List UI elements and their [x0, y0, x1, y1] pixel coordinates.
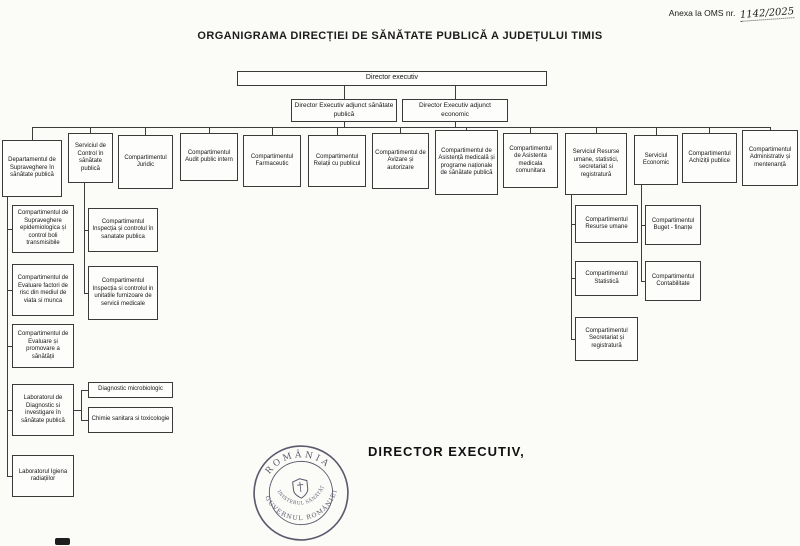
official-stamp: ROMÂNIA GUVERNUL ROMÂNIEI MINISTERUL SĂN… [242, 436, 357, 546]
sub-box-resurse-umane: Compartimentul Resurse umane [575, 205, 638, 243]
connector [770, 127, 771, 130]
connector [32, 127, 33, 140]
dept-box-administrativ: Compartimentul Administrativ și mentenan… [742, 130, 798, 186]
sub-box-laborator-radiatii: Laboratorul Igiena radiațiilor [12, 455, 74, 497]
stamp-seal-icon: ROMÂNIA GUVERNUL ROMÂNIEI MINISTERUL SĂN… [242, 436, 349, 541]
dept-box-resurse-umane: Serviciul Resurse umane, statistici, sec… [565, 133, 627, 195]
connector [709, 127, 710, 133]
connector [656, 127, 657, 135]
connector [596, 127, 597, 133]
connector [7, 476, 12, 477]
stamp-coat-of-arms-icon [292, 478, 309, 499]
connector [90, 127, 91, 133]
connector [7, 229, 12, 230]
connector [571, 278, 575, 279]
connector [145, 127, 146, 135]
dept-box-control: Serviciul de Control în sănătate publică [68, 133, 113, 183]
branch-box-chimie-sanitara: Chimie sanitara si toxicologie [88, 407, 173, 433]
connector [7, 346, 12, 347]
connector [7, 290, 12, 291]
dept-box-asistenta-medicala: Compartimentul de Asistență medicală și … [435, 130, 498, 195]
connector [641, 225, 645, 226]
dept-box-economic: Serviciul Economic [634, 135, 678, 185]
dept-box-supraveghere: Departamentul de Supraveghere în sănătat… [2, 140, 62, 197]
box-director-executiv: Director executiv [237, 71, 547, 86]
branch-box-diagnostic-microbiologic: Diagnostic microbiologic [88, 382, 173, 398]
connector [84, 293, 88, 294]
dept-box-relatii-public: Compartimentul Relații cu publicul [308, 135, 366, 187]
sub-box-buget-finante: Compartimentul Buget - finanțe [645, 205, 701, 245]
scan-artifact [55, 538, 70, 545]
connector [209, 127, 210, 133]
dept-box-asistenta-comunitara: Compartimentul de Asistenta medicala com… [503, 133, 558, 188]
connector [7, 197, 8, 476]
connector [337, 127, 338, 135]
annex-number-handwritten: 1142/2025 [739, 6, 795, 22]
connector [7, 410, 12, 411]
dept-box-achizitii: Compartimentul Achiziții publice [682, 133, 737, 183]
connector [32, 127, 770, 128]
signature-line: DIRECTOR EXECUTIV, [368, 444, 525, 459]
connector [571, 339, 575, 340]
sub-box-inspectia-sanatate: Compartimentul Inspecția și controlul în… [88, 208, 158, 252]
stamp-text-bottom: GUVERNUL ROMÂNIEI [263, 487, 342, 525]
dept-box-juridic: Compartimentul Juridic [118, 135, 173, 189]
connector [400, 127, 401, 133]
connector [530, 127, 531, 133]
connector [571, 195, 572, 339]
connector [571, 224, 575, 225]
annex-note: Anexa la OMS nr. 1142/2025 [668, 6, 795, 22]
sub-box-inspectia-unitati: Compartimentul Inspecția si controlul in… [88, 266, 158, 320]
sub-box-contabilitate: Compartimentul Contabilitate [645, 261, 701, 301]
connector [466, 127, 467, 130]
connector [272, 127, 273, 135]
page-title: ORGANIGRAMA DIRECȚIEI DE SĂNĂTATE PUBLIC… [197, 30, 603, 42]
sub-box-laborator-diagnostic: Laboratorul de Diagnostic si investigare… [12, 384, 74, 436]
connector [81, 390, 82, 420]
sub-box-promovare-sanatate: Compartimentul de Evaluare și promovare … [12, 324, 74, 368]
connector [455, 86, 456, 99]
sub-box-epidemiologie: Compartimentul de Supraveghere epidemiol… [12, 205, 74, 253]
svg-text:GUVERNUL ROMÂNIEI: GUVERNUL ROMÂNIEI [263, 487, 342, 525]
sub-box-secretariat: Compartimentul Secretariat și registratu… [575, 317, 638, 361]
sub-box-factori-risc: Compartimentul de Evaluare factori de ri… [12, 264, 74, 316]
dept-box-farmaceutic: Compartimentul Farmaceutic [243, 135, 301, 187]
dept-box-avizare: Compartimentul de Avizare și autorizare [372, 133, 429, 189]
connector [81, 390, 88, 391]
sub-box-statistica: Compartimentul Statistică [575, 261, 638, 296]
connector [641, 281, 645, 282]
connector [84, 183, 85, 293]
connector [455, 122, 456, 127]
connector [641, 185, 642, 281]
svg-text:ROMÂNIA: ROMÂNIA [262, 445, 333, 477]
connector [84, 230, 88, 231]
box-director-adjunct-sanatate: Director Executiv adjunct sănătate publi… [291, 99, 397, 122]
dept-box-audit: Compartimentul Audit public intern [180, 133, 238, 181]
connector [344, 86, 345, 99]
annex-label: Anexa la OMS nr. [668, 8, 736, 18]
stamp-text-top: ROMÂNIA [262, 445, 333, 477]
box-director-adjunct-economic: Director Executiv adjunct economic [402, 99, 508, 122]
connector [81, 420, 88, 421]
connector [74, 410, 81, 411]
connector [344, 122, 345, 127]
